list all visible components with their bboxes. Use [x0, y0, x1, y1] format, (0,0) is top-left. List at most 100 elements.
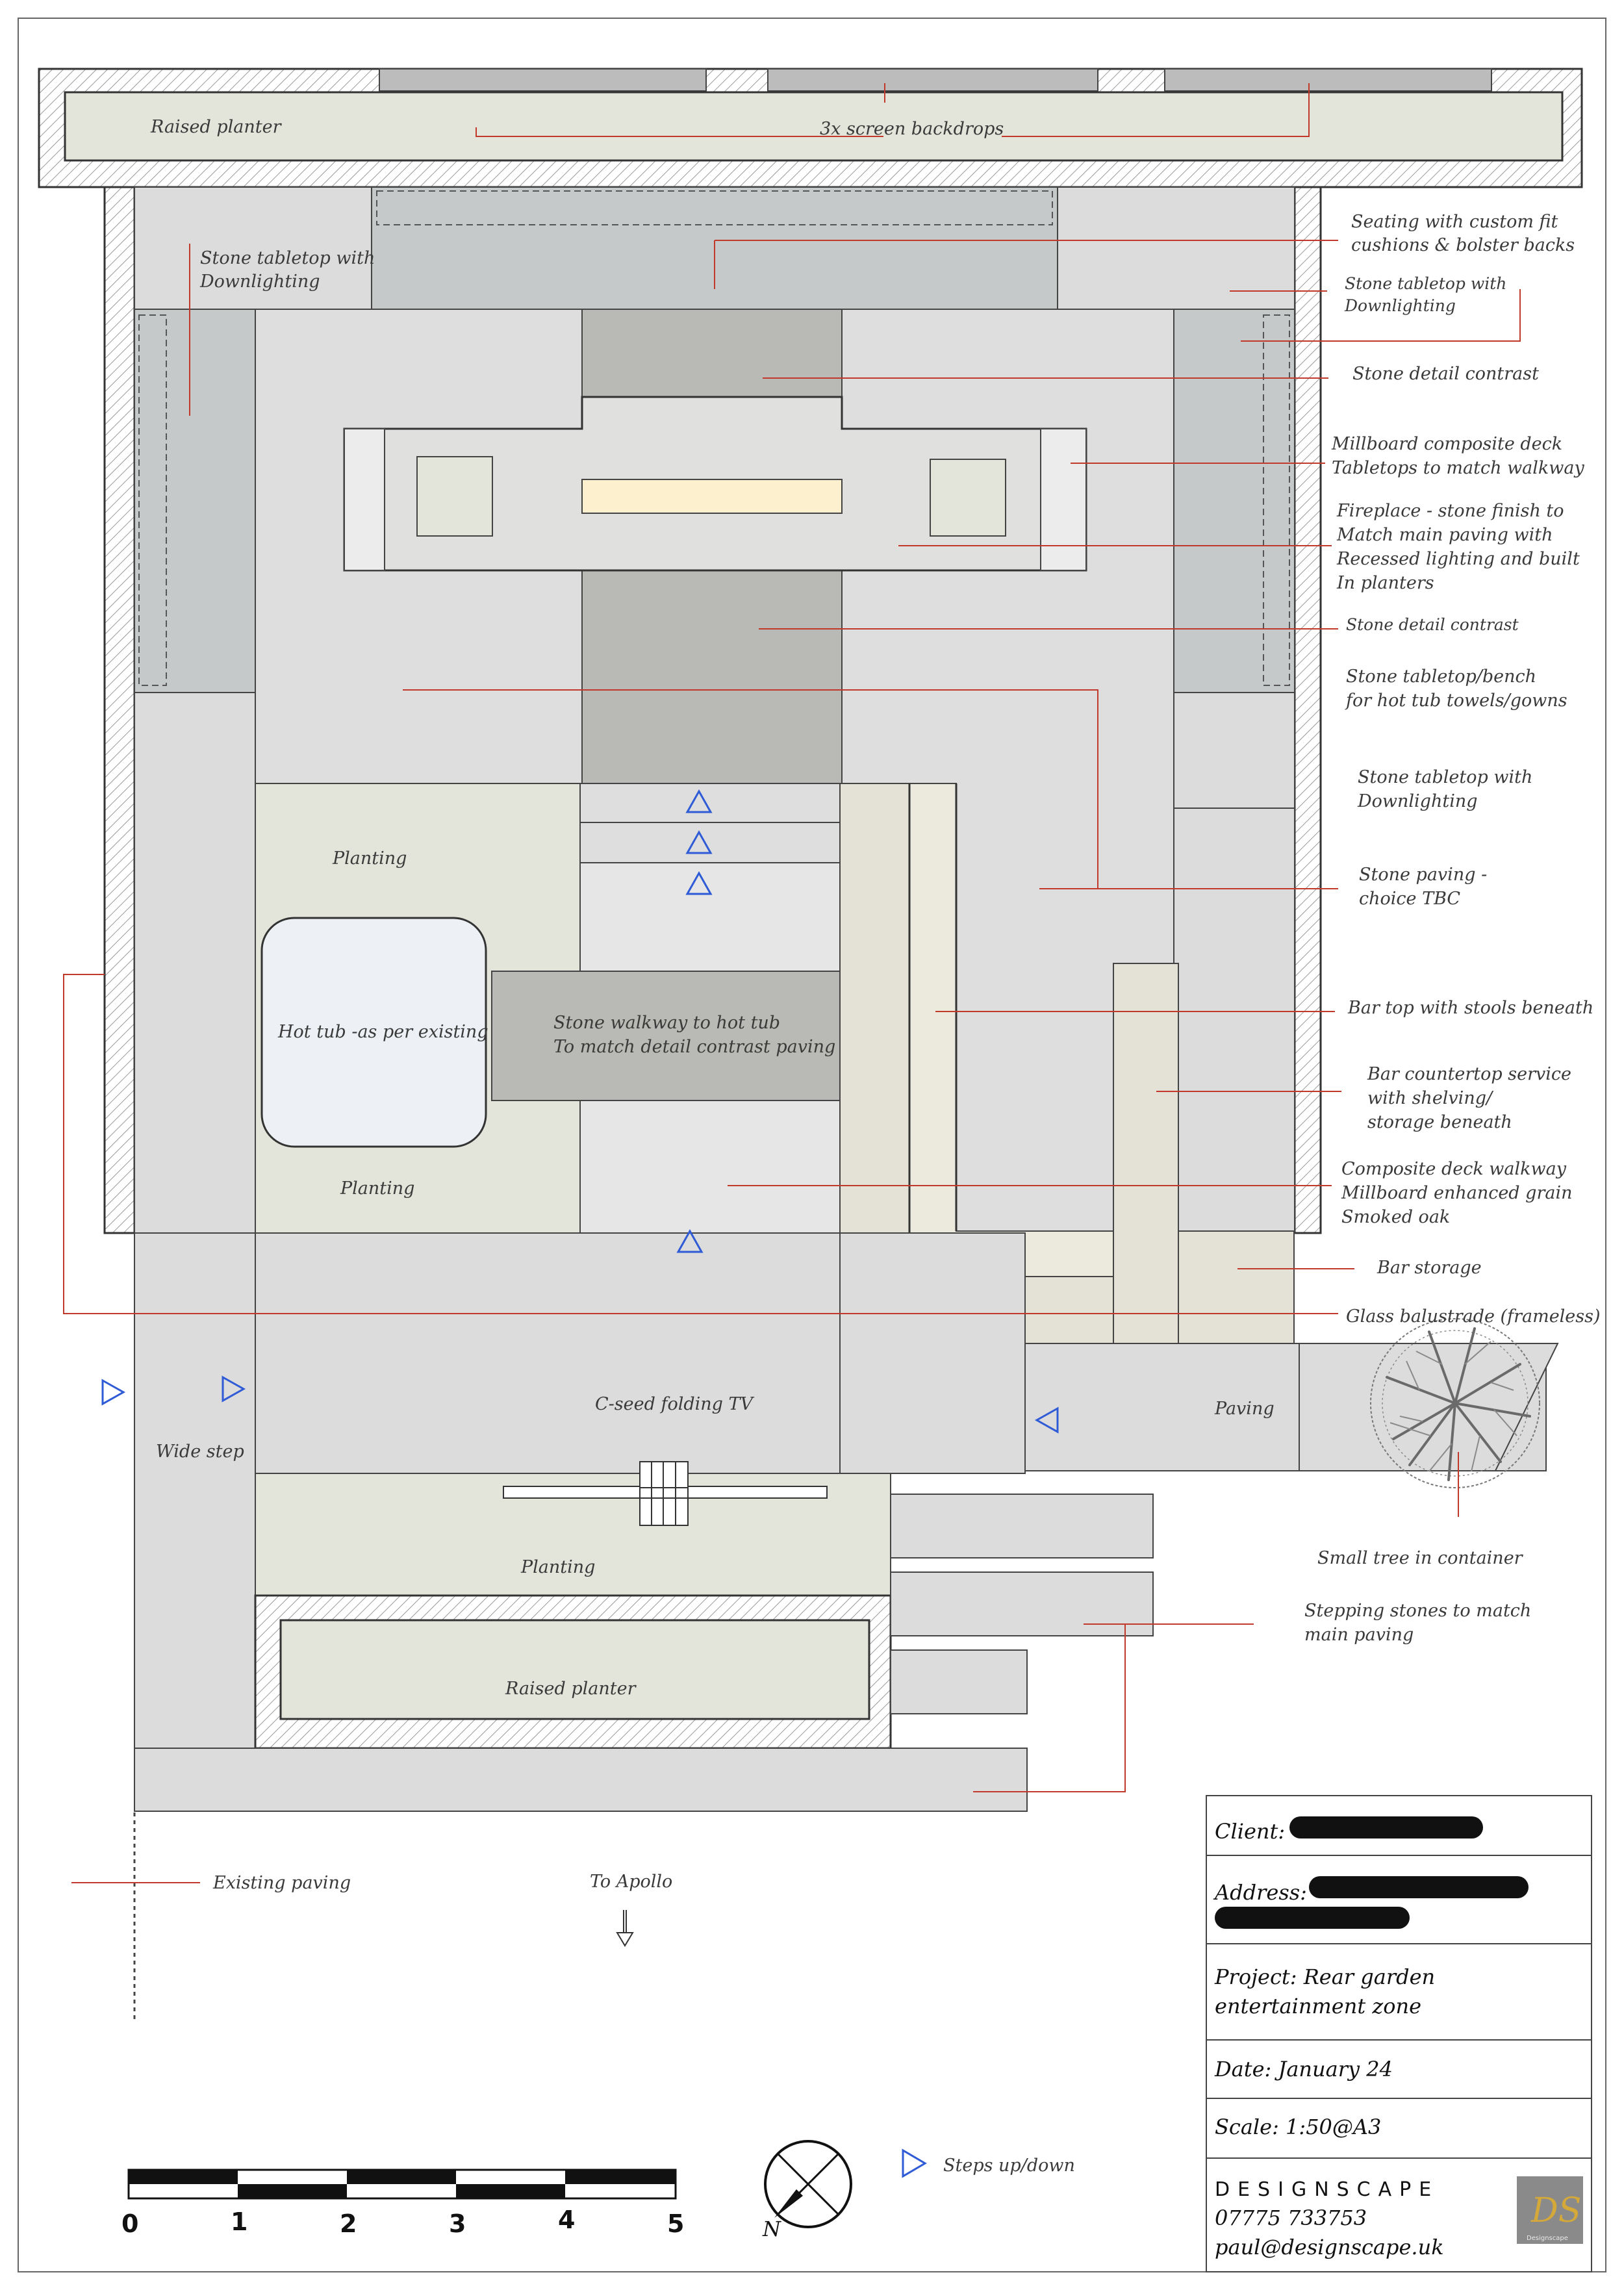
screen-backdrop: [1164, 68, 1492, 92]
svg-text:DS: DS: [1530, 2191, 1581, 2230]
fireplace-end-right: [1040, 428, 1087, 571]
glass-balustrade-line: [63, 974, 1338, 1314]
stone-tabletop-right-lower: [1173, 692, 1295, 809]
label-planting-1: Planting: [332, 848, 407, 869]
tv-unit: [503, 1461, 828, 1526]
top-boundary-wall: [38, 68, 1583, 188]
scale-bar: 0 1 2 3 4 5: [121, 2169, 684, 2238]
fire-burner: [581, 479, 843, 514]
redacted-address-line1: [1309, 1876, 1529, 1898]
label-stone-detail-contrast-1: Stone detail contrast: [1352, 364, 1539, 384]
wide-step: [134, 1232, 256, 1812]
label-tv: C-seed folding TV: [595, 1394, 755, 1414]
stone-tabletop-right: [1173, 309, 1295, 693]
down-arrow-icon: [616, 1910, 634, 1947]
fireplace-planter-left: [416, 456, 493, 537]
label-screen-backdrops: 3x screen backdrops: [820, 119, 1004, 139]
label-raised-planter-top: Raised planter: [150, 117, 283, 137]
label-stone-paving: Stone paving -choice TBC: [1359, 865, 1487, 909]
brand-email: paul@designscape.uk: [1215, 2235, 1444, 2259]
right-wall: [1293, 186, 1322, 1234]
label-paving: Paving: [1214, 1399, 1275, 1419]
leader-lines: [71, 83, 1521, 1883]
brand-name: DESIGNSCAPE: [1215, 2178, 1439, 2201]
scale-tick-label: 5: [667, 2209, 684, 2238]
screen-backdrop: [767, 68, 1098, 92]
redacted-client: [1289, 1816, 1483, 1838]
step-right-icon: [101, 1379, 126, 1406]
redacted-address-line2: [1215, 1907, 1410, 1929]
small-tree-icon: [1370, 1318, 1540, 1488]
label-bar-storage: Bar storage: [1377, 1258, 1482, 1278]
stepping-stone: [890, 1494, 1154, 1558]
walkway-light-area: [579, 1100, 841, 1234]
designscape-logo: DS Designscape: [1517, 2176, 1583, 2244]
scale-tick-label: 0: [121, 2209, 138, 2238]
step-band-1: [579, 783, 841, 823]
raised-planter-bottom: [254, 1594, 892, 1749]
legend-steps-label: Steps up/down: [943, 2156, 1075, 2176]
label-stone-detail-contrast-2: Stone detail contrast: [1346, 615, 1519, 634]
client-label: Client:: [1215, 1819, 1285, 1844]
svg-text:N: N: [762, 2217, 781, 2241]
scale-tick-label: 3: [449, 2209, 466, 2238]
raised-planter-top: [64, 91, 1564, 162]
legend-steps: Steps up/down: [902, 2148, 1075, 2178]
scale-label: Scale: 1:50@A3: [1215, 2115, 1381, 2139]
screen-backdrop: [379, 68, 707, 92]
step-up-icon: [685, 871, 713, 895]
step-left-icon: [1034, 1406, 1059, 1434]
steps-legend-icon: [902, 2148, 927, 2178]
stone-detail-contrast-upper: [581, 309, 843, 398]
label-planting-3: Planting: [520, 1557, 595, 1577]
step-right-icon: [222, 1375, 246, 1403]
stone-walkway: [491, 971, 841, 1101]
step-up-icon: [676, 1228, 704, 1253]
label-small-tree: Small tree in container: [1317, 1548, 1524, 1568]
svg-text:Designscape: Designscape: [1527, 2235, 1568, 2242]
step-band-2: [579, 822, 841, 863]
north-arrow-icon: N: [762, 2140, 852, 2241]
fireplace: [343, 396, 1087, 572]
walkway-light-area: [579, 862, 841, 972]
scale-tick-label: 2: [340, 2209, 357, 2238]
bar-countertop: [1113, 963, 1179, 1344]
stone-tabletop-left: [134, 309, 256, 693]
label-glass-balustrade: Glass balustrade (frameless): [1346, 1306, 1601, 1327]
label-bar-top: Bar top with stools beneath: [1347, 998, 1593, 1018]
stone-detail-contrast-lower: [581, 570, 843, 784]
scale-tick-label: 1: [231, 2207, 247, 2236]
steps-markers: [101, 789, 1059, 1434]
scale-tick-label: 4: [558, 2206, 575, 2234]
label-planting-2: Planting: [340, 1178, 414, 1199]
fireplace-end-left: [344, 428, 385, 571]
brand-phone: 07775 733753: [1215, 2206, 1367, 2230]
address-label: Address:: [1213, 1880, 1307, 1905]
hot-tub: [260, 917, 487, 1148]
fireplace-planter-right: [930, 459, 1006, 537]
label-to-apollo: To Apollo: [590, 1872, 672, 1892]
label-wide-step: Wide step: [156, 1442, 244, 1462]
lower-paving: [255, 1232, 841, 1474]
label-hot-tub: Hot tub -as per existing: [277, 1022, 488, 1042]
left-wall: [103, 186, 136, 1234]
page-border: [18, 18, 1606, 2272]
label-raised-planter-bottom: Raised planter: [505, 1679, 637, 1699]
stepping-stone: [890, 1571, 1154, 1636]
step-up-icon: [685, 789, 713, 813]
label-existing-paving: Existing paving: [212, 1873, 351, 1893]
bar-storage: [1178, 1230, 1295, 1344]
